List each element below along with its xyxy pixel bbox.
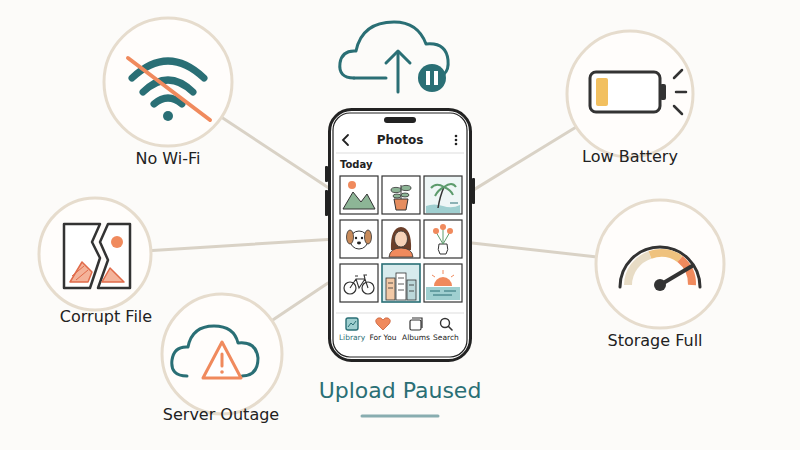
low-battery-icon (590, 70, 686, 114)
screen-text: Albums (397, 334, 435, 343)
connector-line (472, 243, 595, 257)
cause-circle: Corrupt File (36, 196, 176, 334)
phone-frame: PhotosTodayLibraryFor YouAlbumsSearch (328, 108, 472, 362)
connector-line (273, 283, 328, 320)
circle-outline (593, 197, 727, 331)
pause-badge (418, 64, 446, 92)
title-underline (362, 415, 438, 418)
cause-label: No Wi-Fi (98, 150, 238, 168)
connector-line (472, 128, 575, 191)
cloud-warning-icon (172, 326, 258, 378)
screen-text: Search (428, 334, 464, 343)
cause-circle: Storage Full (585, 196, 725, 356)
circle-outline (101, 15, 235, 149)
connector-line (223, 118, 328, 187)
cause-circle: Server Outage (146, 294, 296, 434)
circle-outline (36, 195, 154, 313)
cause-label: Corrupt File (36, 308, 176, 326)
cause-label: Low Battery (560, 148, 700, 166)
gauge-icon (620, 247, 700, 291)
cause-circle: Low Battery (560, 28, 700, 174)
cause-label: Server Outage (146, 406, 296, 424)
cause-circle: No Wi-Fi (98, 14, 238, 174)
circle-outline (564, 28, 696, 160)
screen-text: For You (364, 334, 402, 343)
upload-cloud-icon (340, 22, 448, 92)
phone-screen-art (325, 113, 475, 357)
screen-text: Photos (328, 134, 472, 148)
screen-text: Library (332, 334, 372, 343)
broken-image-icon (64, 224, 130, 288)
wifi-off-icon (128, 58, 210, 121)
circle-outline (159, 291, 285, 417)
status-label: Upload Paused (0, 378, 800, 404)
cause-label: Storage Full (585, 332, 725, 350)
screen-text: Today (340, 159, 420, 171)
connector-line (152, 240, 328, 251)
